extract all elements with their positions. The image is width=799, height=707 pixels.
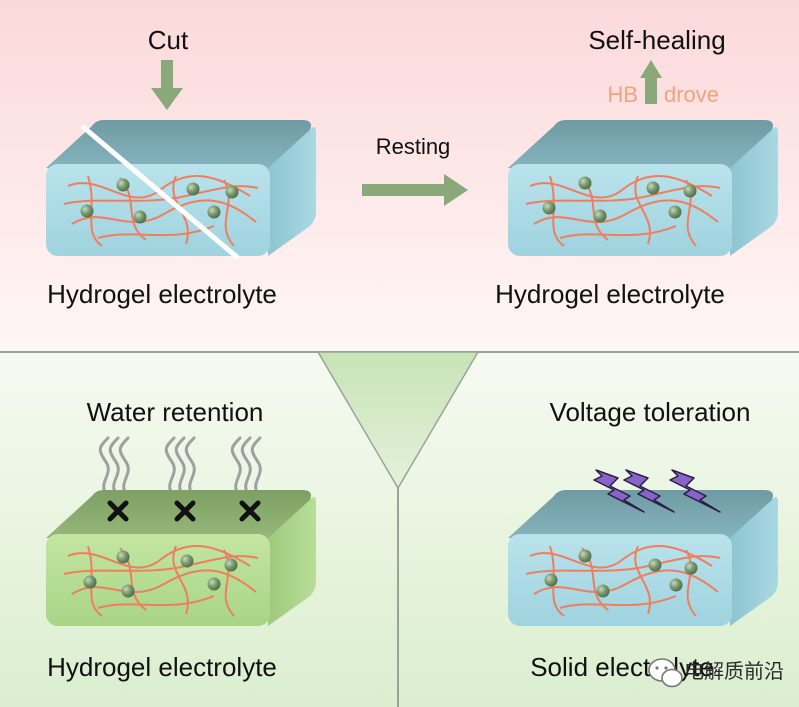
node-cluster	[80, 178, 239, 224]
steam-icons	[98, 436, 262, 496]
self-healing-title: Self-healing	[588, 25, 725, 55]
solid-caption-bottom-right: Solid electrolyte	[530, 652, 714, 682]
cut-arrow-icon	[151, 60, 183, 110]
funnel-triangle	[316, 351, 480, 490]
lightning-bolt-icons	[593, 469, 721, 513]
drove-label: drove	[664, 82, 719, 107]
cube-cut	[46, 120, 316, 260]
watermark-text: 电解质前沿	[684, 659, 784, 683]
voltage-toleration-title: Voltage toleration	[550, 397, 751, 427]
hydrogel-caption-bottom-left: Hydrogel electrolyte	[47, 652, 277, 682]
cube-solid	[508, 490, 778, 626]
wechat-icon	[648, 658, 683, 688]
resting-arrow-icon	[362, 174, 468, 206]
hb-label: HB	[607, 82, 638, 107]
cut-label: Cut	[148, 25, 189, 55]
node-cluster	[542, 176, 697, 223]
cut-line	[80, 124, 240, 260]
fiber-network	[525, 175, 721, 247]
resting-label: Resting	[376, 134, 451, 159]
node-cluster	[544, 549, 698, 598]
hydrogel-caption-top-left: Hydrogel electrolyte	[47, 279, 277, 309]
up-arrow-icon	[640, 60, 662, 104]
node-cluster	[83, 550, 238, 598]
cube-healed	[508, 120, 778, 256]
cross-icons	[107, 500, 261, 522]
water-retention-title: Water retention	[87, 397, 264, 427]
hydrogel-caption-top-right: Hydrogel electrolyte	[495, 279, 725, 309]
